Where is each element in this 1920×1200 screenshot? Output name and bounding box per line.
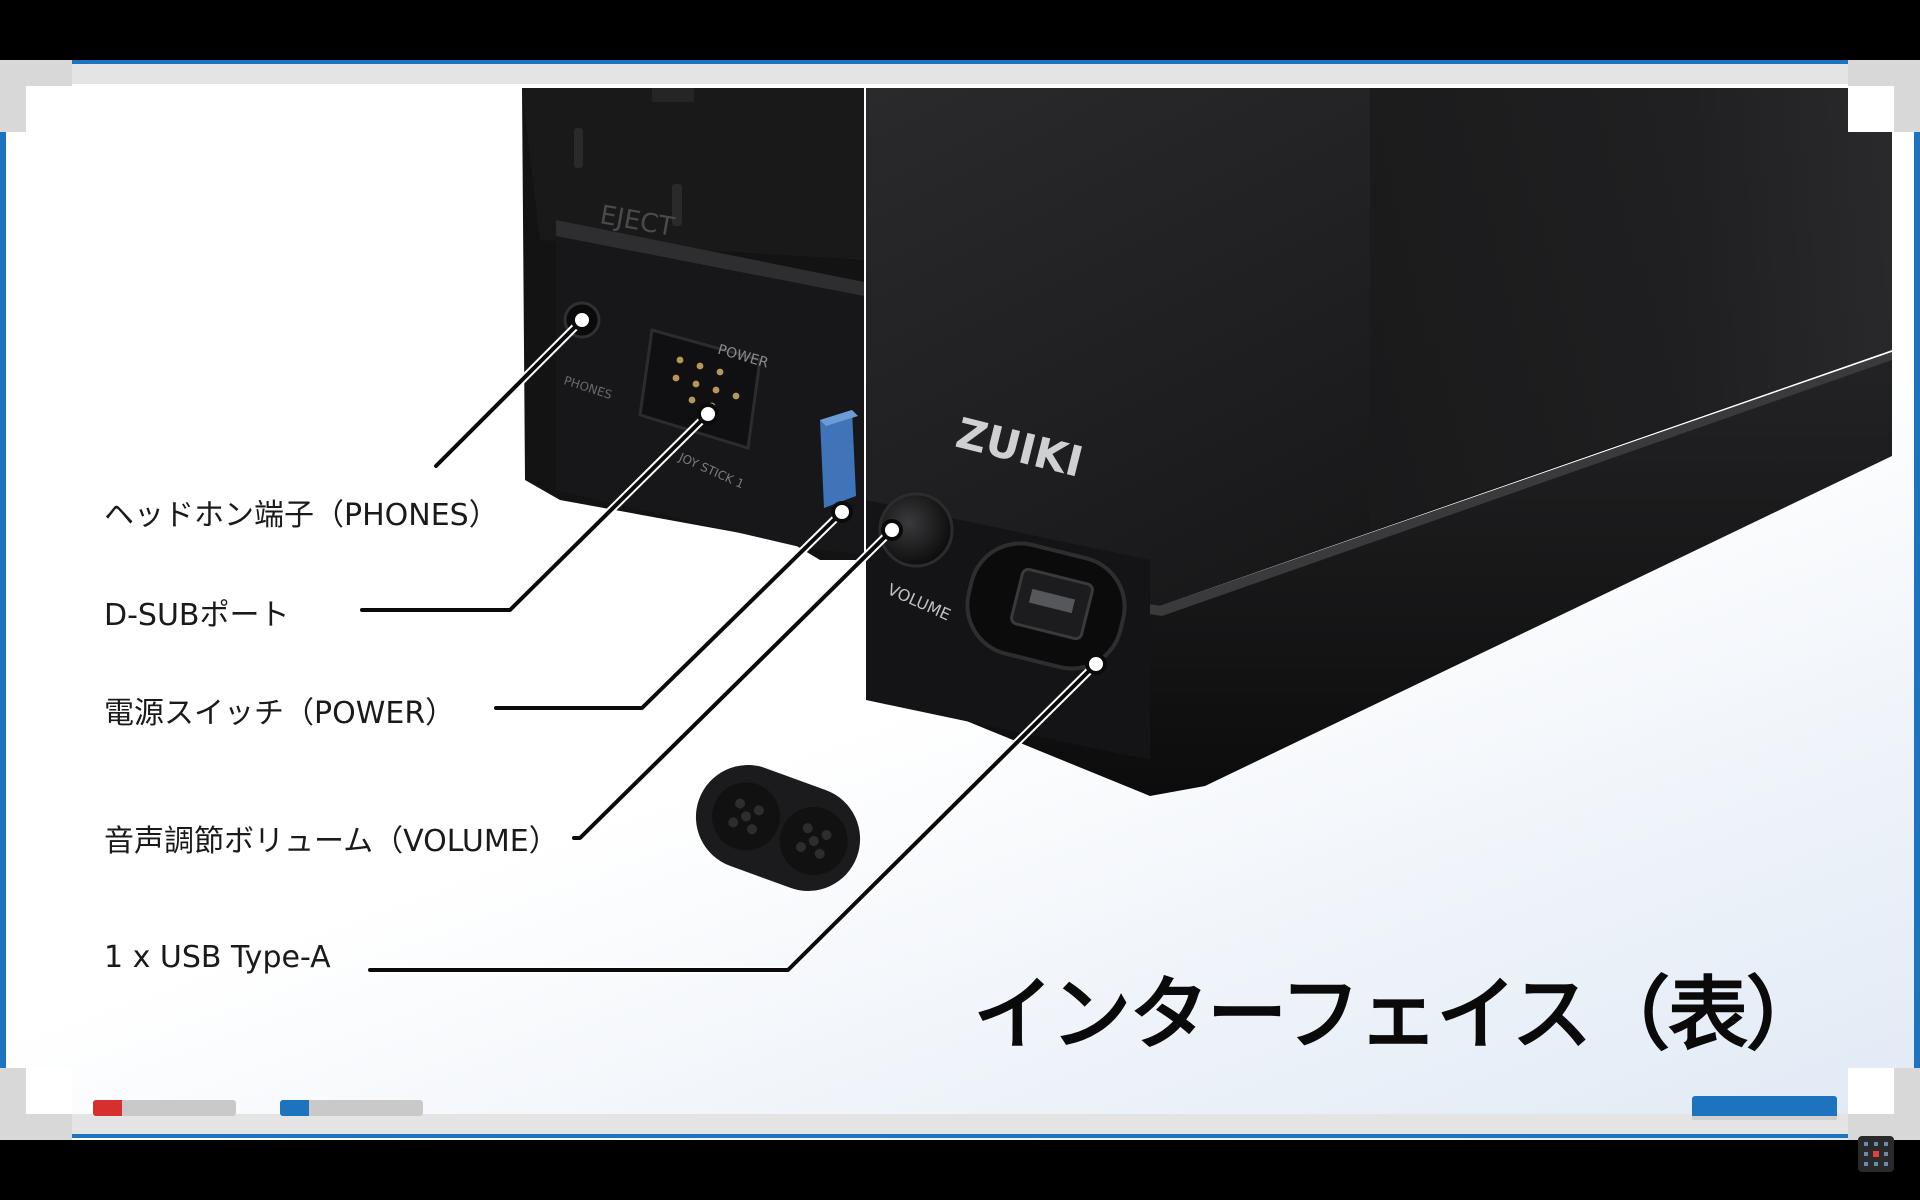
corner-top-right: [1848, 60, 1920, 132]
frame-bottom: [72, 1114, 1848, 1138]
frame-right: [1914, 94, 1920, 1106]
letterbox-bottom: [0, 1140, 1920, 1200]
frame-left: [0, 94, 6, 1106]
label-volume: 音声調節ボリューム（VOLUME）: [104, 824, 559, 859]
label-dsub: D-SUBポート: [104, 598, 290, 633]
label-power: 電源スイッチ（POWER）: [104, 696, 456, 731]
port-cap: [695, 765, 861, 891]
product-photo: ZUIKI EJECT PHONES POWER JOY STICK 1 VOL…: [358, 88, 1892, 974]
progress-indicator-red: [93, 1100, 236, 1116]
letterbox-top: [0, 0, 1920, 60]
progress-fill-red: [93, 1100, 122, 1116]
accent-bar: [1692, 1096, 1837, 1120]
slide-title: インターフェイス（表）: [973, 968, 1826, 1061]
leader-lines: [358, 309, 1107, 974]
slide: ZUIKI EJECT PHONES POWER JOY STICK 1 VOL…: [0, 60, 1920, 1140]
corner-bottom-left: [0, 1068, 72, 1140]
watermark-icon: [1858, 1136, 1894, 1172]
corner-top-left: [0, 60, 72, 132]
label-phones: ヘッドホン端子（PHONES）: [104, 498, 499, 533]
console-body: [866, 88, 1892, 796]
cartridge-unit: [522, 88, 864, 560]
frame-top: [72, 60, 1848, 84]
progress-indicator-blue: [280, 1100, 423, 1116]
label-usb: 1 x USB Type-A: [104, 940, 331, 975]
corner-bottom-right: [1848, 1068, 1920, 1140]
progress-fill-blue: [280, 1100, 309, 1116]
